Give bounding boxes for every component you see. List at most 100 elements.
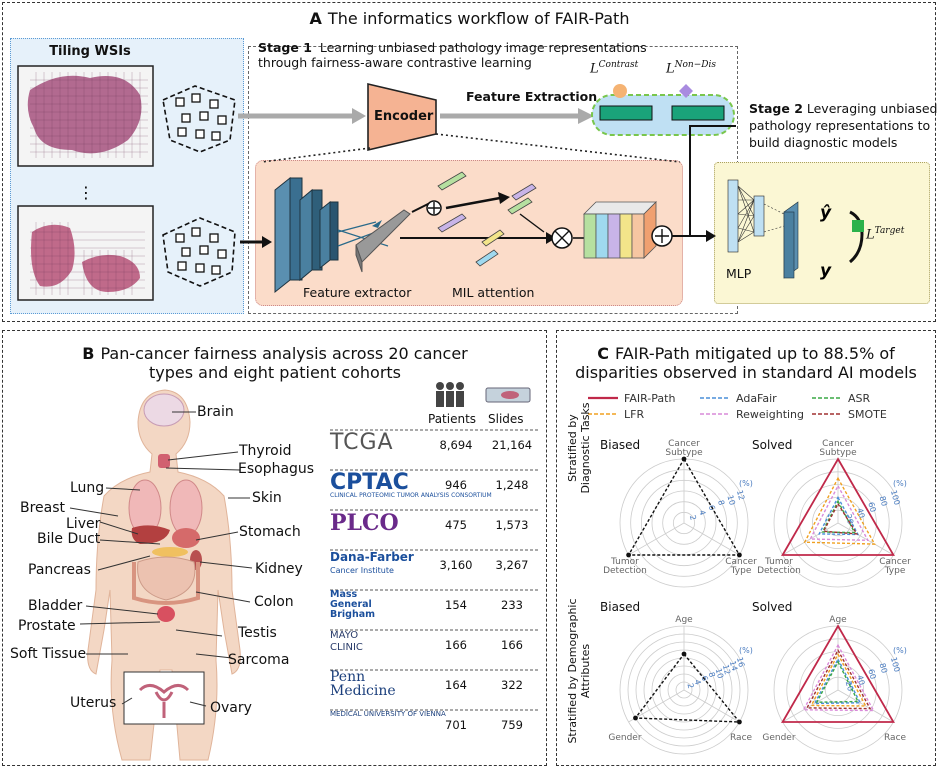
radar-tick-label: 20 — [844, 513, 855, 525]
radar-point — [737, 552, 742, 558]
radar-series-line — [802, 643, 875, 712]
cohort-patients: 701 — [445, 718, 467, 732]
radar-axis-label: Cancer — [668, 439, 700, 449]
radar-spoke — [837, 522, 894, 556]
patients-icon — [436, 382, 464, 407]
radar-tick-label: 2 — [688, 514, 698, 521]
cohort-slides: 3,267 — [495, 558, 529, 572]
radar-point — [633, 715, 638, 721]
radar-point — [626, 552, 631, 558]
stage2-text-1: Leveraging unbiased — [806, 101, 938, 116]
radar-series-line — [815, 660, 860, 703]
radar-unit-label: (%) — [893, 479, 907, 488]
organ-kidney: Kidney — [255, 561, 303, 577]
panel-b-title-1: Pan-cancer fairness analysis across 20 c… — [100, 344, 468, 363]
pancreas — [152, 547, 188, 557]
cohort-patients: 475 — [445, 518, 467, 532]
nondis-marker — [679, 84, 693, 98]
cohort-patients: 154 — [445, 598, 467, 612]
organ-testis: Testis — [238, 625, 277, 641]
legend-label: AdaFair — [736, 392, 777, 405]
legend-label: ASR — [848, 392, 871, 405]
radar-tick-label: 8 — [707, 671, 717, 678]
loss-contrast-base: L — [590, 61, 599, 77]
stage2-box — [714, 162, 930, 304]
loss-nondis-sup: Non−Dis — [674, 60, 716, 70]
radar-series-line — [627, 457, 741, 556]
stage2-text-3: build diagnostic models — [749, 135, 898, 150]
radar-point — [681, 456, 687, 462]
cohort-logo: Dana-Farber — [330, 550, 414, 564]
legend-label: Reweighting — [736, 408, 804, 421]
radar-tick-label: 40 — [855, 674, 866, 686]
panel-c-title-2: disparities observed in standard AI mode… — [575, 363, 917, 382]
colon — [132, 562, 200, 605]
loss-contrast-sup: Contrast — [598, 60, 639, 70]
ellipsis: ⋮ — [78, 183, 94, 202]
organ-bile-duct: Bile Duct — [37, 531, 101, 547]
radar-axis-label: Age — [829, 615, 847, 625]
radar-tick-label: 10 — [725, 494, 736, 506]
radar-spoke — [683, 689, 740, 723]
organ-lung: Lung — [70, 480, 105, 496]
radar-tick-label: 60 — [866, 501, 877, 513]
target-marker — [852, 220, 864, 232]
radar-tick-label: 14 — [728, 660, 739, 672]
organ-skin: Skin — [252, 490, 282, 506]
cohort-slides: 1,248 — [495, 478, 529, 492]
radar-series-line — [803, 476, 876, 545]
legend-label: SMOTE — [848, 408, 887, 421]
radar-point — [737, 719, 742, 725]
organ-brain: Brain — [197, 404, 234, 420]
radar-tick-label: 4 — [693, 679, 703, 686]
radar-spoke — [782, 522, 839, 556]
radar-tick-label: 100 — [889, 489, 902, 506]
cohort-patients: 3,160 — [439, 558, 473, 572]
radar-series-line — [809, 484, 870, 542]
loss-nondis: LNon−Dis — [666, 60, 716, 76]
col-slides: Slides — [488, 412, 524, 426]
radar-tick-label: 60 — [866, 668, 877, 680]
radar-axis-label: Cancer — [879, 557, 911, 567]
cohort-slides: 1,573 — [495, 518, 529, 532]
cohort-logo: Mass General Brigham — [330, 589, 376, 620]
organ-stomach: Stomach — [239, 524, 301, 540]
col-patients: Patients — [428, 412, 477, 426]
mlp-label: MLP — [726, 266, 752, 281]
encoder-label: Encoder — [374, 109, 434, 124]
label-solved-1: Solved — [752, 438, 793, 452]
stage2-text: Stage 2 Leveraging unbiased pathology re… — [749, 100, 937, 151]
radar-axis-label: Gender — [608, 733, 641, 743]
radar-unit-label: (%) — [893, 646, 907, 655]
radar-series-line — [810, 652, 867, 707]
radar-axis-label: Age — [675, 615, 693, 625]
contrast-marker — [613, 84, 627, 98]
feature-vector-2 — [671, 105, 725, 121]
radar-axis-label: Cancer — [725, 557, 757, 567]
radar-tick-label: 2 — [685, 682, 695, 689]
radar-series-line — [781, 457, 895, 556]
panel-a-title-text: The informatics workflow of FAIR-Path — [327, 9, 630, 28]
cohort-logo-sub: CLINICAL PROTEOMIC TUMOR ANALYSIS CONSOR… — [330, 492, 492, 499]
panel-a-letter: A — [309, 9, 322, 28]
stage1-text-2: through fairness-aware contrastive learn… — [258, 55, 532, 70]
bladder — [157, 606, 175, 622]
loss-target-sup: Target — [874, 226, 905, 236]
cohort-logo: MAYO CLINIC — [330, 630, 363, 653]
stomach — [172, 528, 200, 548]
radar-spoke — [683, 522, 740, 556]
radar-axis-label: Detection — [603, 566, 647, 576]
radar-tick-label: 20 — [844, 680, 855, 692]
wsi-tissue-2 — [31, 224, 75, 287]
cohort-patients: 164 — [445, 678, 467, 692]
radar-tick-label: 80 — [878, 495, 889, 507]
feature-extraction-label: Feature Extraction — [466, 89, 598, 104]
stage1-text-1: Learning unbiased pathology image repres… — [319, 40, 647, 55]
cohort-logo: CPTAC — [330, 470, 409, 495]
attention-cube — [583, 201, 657, 259]
cohort-logo-sub: Cancer Institute — [330, 566, 394, 575]
